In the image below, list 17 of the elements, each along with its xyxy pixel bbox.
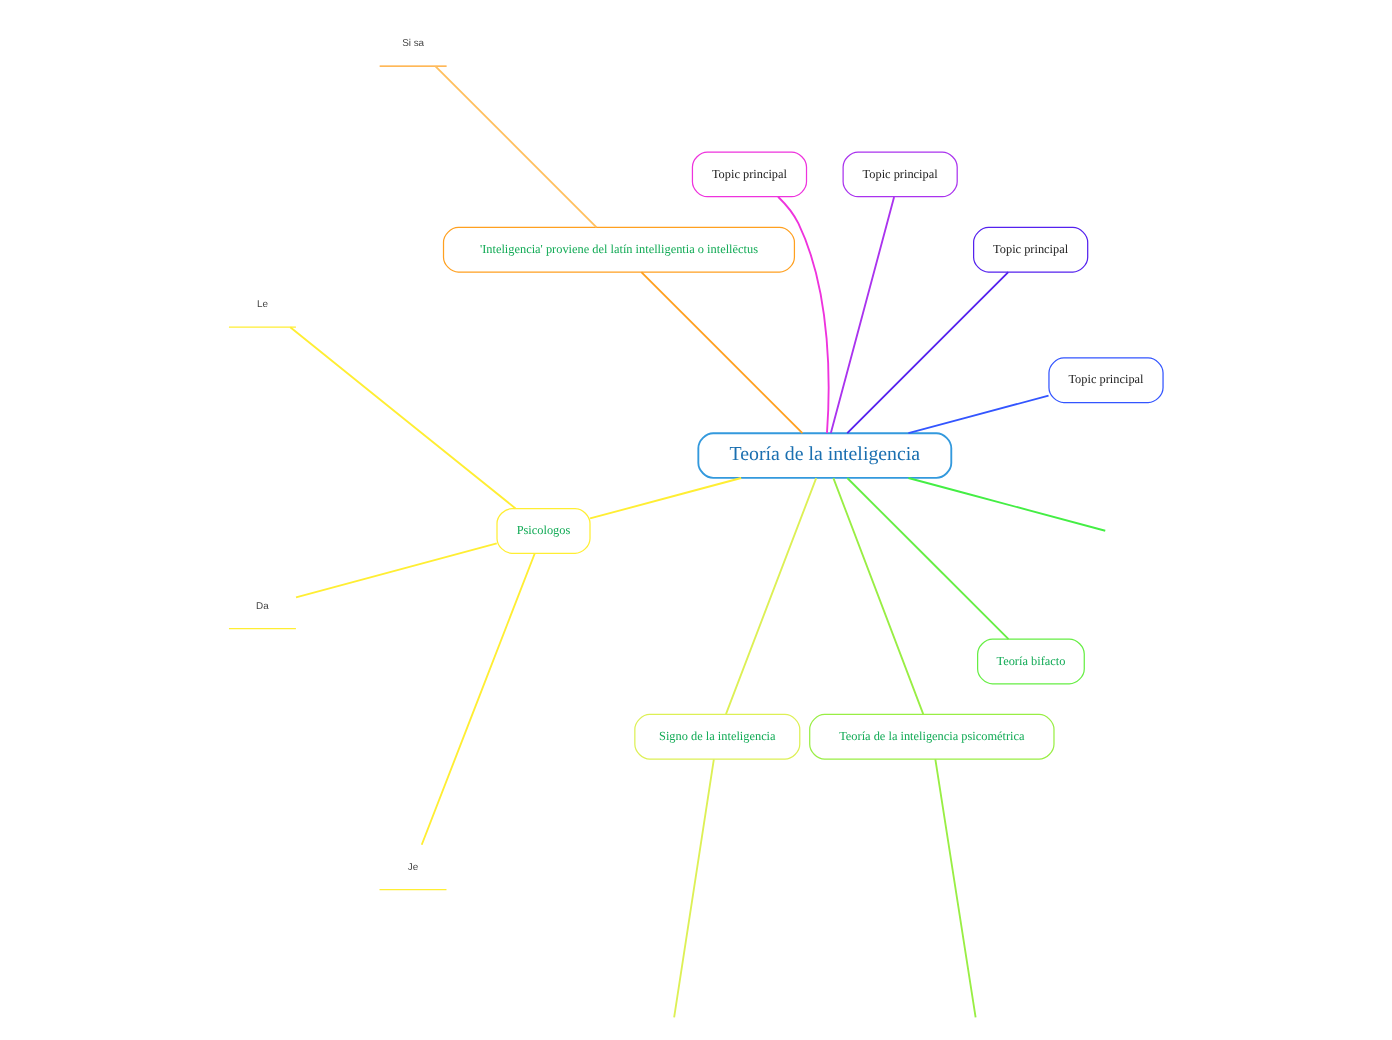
connector — [725, 477, 818, 716]
connector — [640, 271, 804, 435]
connector — [829, 196, 895, 434]
connector — [846, 271, 1010, 435]
connector — [673, 758, 715, 1019]
connector — [907, 394, 1050, 435]
connector — [832, 477, 925, 716]
node-box: Teoría de la inteligencia — [697, 432, 953, 479]
connector — [907, 477, 1107, 532]
connector — [289, 326, 517, 510]
connector — [589, 477, 743, 520]
connector — [934, 758, 977, 1019]
connector — [777, 195, 830, 435]
connector — [420, 552, 536, 846]
connector — [846, 477, 1010, 640]
connector — [295, 542, 498, 599]
connector — [434, 65, 598, 229]
